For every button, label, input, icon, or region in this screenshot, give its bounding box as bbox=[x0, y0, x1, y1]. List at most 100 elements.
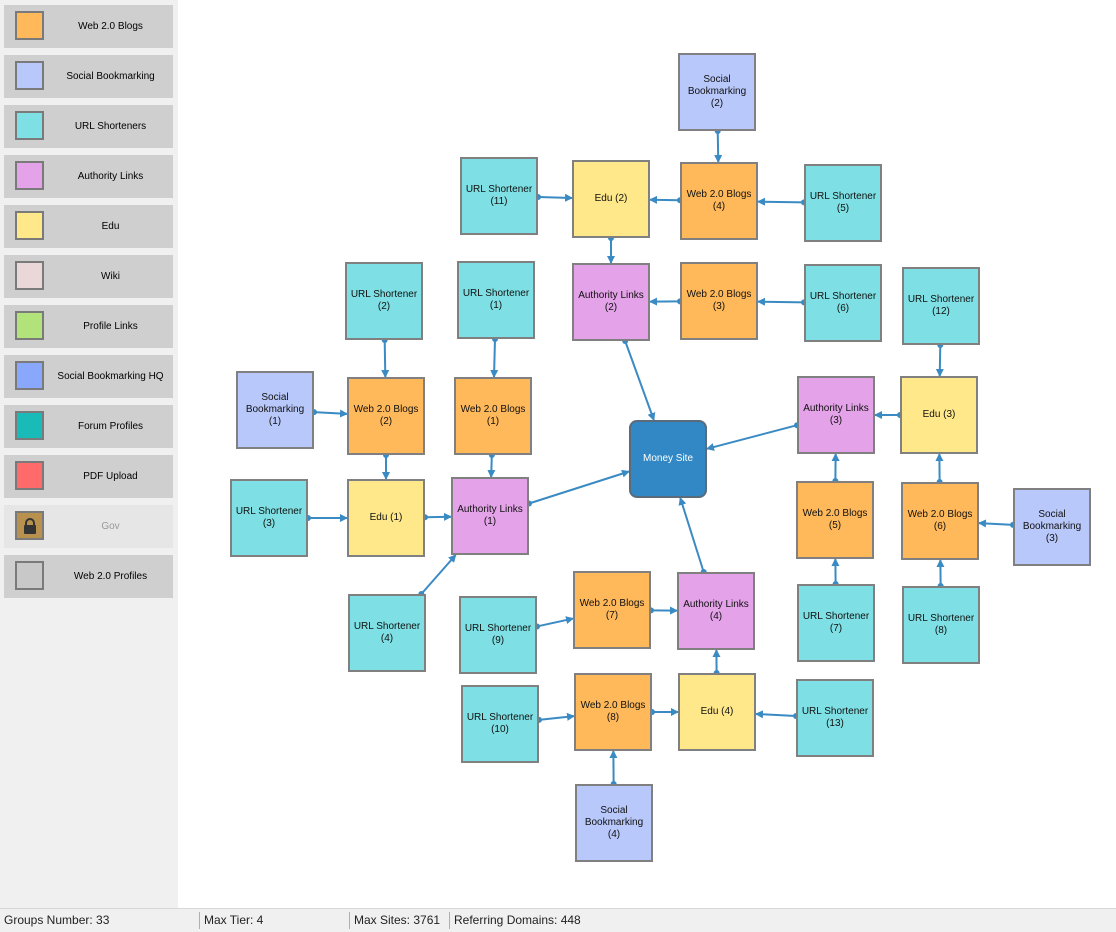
edge-w1-to-auth1 bbox=[487, 454, 496, 478]
node-url9[interactable]: URL Shortener (9) bbox=[459, 596, 537, 674]
palette-item-label: Authority Links bbox=[77, 171, 144, 182]
palette-item-label: Gov bbox=[101, 521, 120, 532]
status-divider bbox=[199, 912, 200, 929]
edge-auth3-to-money bbox=[706, 424, 798, 451]
edge-url13-to-edu4 bbox=[755, 710, 797, 719]
node-sb4[interactable]: Social Bookmarking (4) bbox=[575, 784, 653, 862]
node-auth2[interactable]: Authority Links (2) bbox=[572, 263, 650, 341]
node-money[interactable]: Money Site bbox=[629, 420, 707, 498]
edge-url2-to-w2 bbox=[381, 339, 390, 378]
palette-item-label: Web 2.0 Profiles bbox=[73, 571, 148, 582]
palette-item-forum-profiles[interactable]: Forum Profiles bbox=[4, 405, 173, 448]
edge-auth2-to-money bbox=[624, 340, 656, 421]
palette-item-web-2-0-profiles[interactable]: Web 2.0 Profiles bbox=[4, 555, 173, 598]
color-swatch-icon bbox=[15, 461, 44, 490]
color-swatch-icon bbox=[15, 61, 44, 90]
node-url8[interactable]: URL Shortener (8) bbox=[902, 586, 980, 664]
node-w7[interactable]: Web 2.0 Blogs (7) bbox=[573, 571, 651, 649]
edge-url5-to-w4 bbox=[757, 197, 805, 206]
edge-w4-to-edu2 bbox=[649, 195, 681, 204]
color-swatch-icon bbox=[15, 411, 44, 440]
status-bar: Groups Number: 33 Max Tier: 4 Max Sites:… bbox=[0, 908, 1116, 932]
node-url11[interactable]: URL Shortener (11) bbox=[460, 157, 538, 235]
diagram-canvas[interactable]: Money Site Social Bookmarking (2) URL Shor… bbox=[178, 0, 1116, 908]
node-url7[interactable]: URL Shortener (7) bbox=[797, 584, 875, 662]
edge-auth4-to-money bbox=[678, 497, 705, 573]
node-w6[interactable]: Web 2.0 Blogs (6) bbox=[901, 482, 979, 560]
status-divider bbox=[349, 912, 350, 929]
edge-url11-to-edu2 bbox=[537, 193, 573, 202]
palette-item-pdf-upload[interactable]: PDF Upload bbox=[4, 455, 173, 498]
palette-item-label: Forum Profiles bbox=[77, 421, 143, 432]
node-sb3[interactable]: Social Bookmarking (3) bbox=[1013, 488, 1091, 566]
color-swatch-icon bbox=[15, 561, 44, 590]
color-swatch-icon bbox=[15, 211, 44, 240]
node-url2[interactable]: URL Shortener (2) bbox=[345, 262, 423, 340]
palette-item-edu[interactable]: Edu bbox=[4, 205, 173, 248]
edge-url9-to-w7 bbox=[536, 616, 574, 628]
lock-icon bbox=[15, 511, 44, 540]
node-url6[interactable]: URL Shortener (6) bbox=[804, 264, 882, 342]
groups-number: Groups Number: 33 bbox=[4, 913, 110, 927]
status-divider bbox=[449, 912, 450, 929]
palette-item-label: URL Shorteners bbox=[74, 121, 147, 132]
referring-domains: Referring Domains: 448 bbox=[454, 913, 581, 927]
node-url12[interactable]: URL Shortener (12) bbox=[902, 267, 980, 345]
max-sites: Max Sites: 3761 bbox=[354, 913, 441, 927]
node-w3[interactable]: Web 2.0 Blogs (3) bbox=[680, 262, 758, 340]
color-swatch-icon bbox=[15, 311, 44, 340]
edge-url10-to-w8 bbox=[538, 712, 575, 721]
edge-url1-to-w1 bbox=[490, 338, 499, 378]
node-w5[interactable]: Web 2.0 Blogs (5) bbox=[796, 481, 874, 559]
color-swatch-icon bbox=[15, 11, 44, 40]
node-sb2[interactable]: Social Bookmarking (2) bbox=[678, 53, 756, 131]
palette-item-label: Web 2.0 Blogs bbox=[78, 21, 143, 32]
palette-item-label: Profile Links bbox=[83, 321, 138, 332]
node-url5[interactable]: URL Shortener (5) bbox=[804, 164, 882, 242]
node-auth3[interactable]: Authority Links (3) bbox=[797, 376, 875, 454]
node-url3[interactable]: URL Shortener (3) bbox=[230, 479, 308, 557]
node-edu4[interactable]: Edu (4) bbox=[678, 673, 756, 751]
palette-item-label: Social Bookmarking bbox=[66, 71, 155, 82]
edge-auth1-to-money bbox=[528, 469, 630, 505]
palette-item-authority-links[interactable]: Authority Links bbox=[4, 155, 173, 198]
edge-url4-to-auth1 bbox=[420, 554, 457, 595]
node-url13[interactable]: URL Shortener (13) bbox=[796, 679, 874, 757]
palette-item-label: PDF Upload bbox=[83, 471, 138, 482]
edge-sb3-to-w6 bbox=[978, 519, 1014, 528]
node-w4[interactable]: Web 2.0 Blogs (4) bbox=[680, 162, 758, 240]
edge-url12-to-edu3 bbox=[935, 344, 944, 377]
node-w2[interactable]: Web 2.0 Blogs (2) bbox=[347, 377, 425, 455]
edge-url6-to-w3 bbox=[757, 297, 805, 306]
color-swatch-icon bbox=[15, 161, 44, 190]
edge-sb1-to-w2 bbox=[313, 409, 348, 418]
node-url1[interactable]: URL Shortener (1) bbox=[457, 261, 535, 339]
node-sb1[interactable]: Social Bookmarking (1) bbox=[236, 371, 314, 449]
node-url10[interactable]: URL Shortener (10) bbox=[461, 685, 539, 763]
node-auth4[interactable]: Authority Links (4) bbox=[677, 572, 755, 650]
color-swatch-icon bbox=[15, 111, 44, 140]
node-w1[interactable]: Web 2.0 Blogs (1) bbox=[454, 377, 532, 455]
node-edu2[interactable]: Edu (2) bbox=[572, 160, 650, 238]
palette-item-social-bookmarking-hq[interactable]: Social Bookmarking HQ bbox=[4, 355, 173, 398]
edge-edu1-to-auth1 bbox=[424, 512, 452, 521]
palette-item-label: Edu bbox=[101, 221, 120, 232]
max-tier: Max Tier: 4 bbox=[204, 913, 264, 927]
palette-item-profile-links[interactable]: Profile Links bbox=[4, 305, 173, 348]
color-swatch-icon bbox=[15, 361, 44, 390]
palette-item-web-2-0-blogs[interactable]: Web 2.0 Blogs bbox=[4, 5, 173, 48]
node-edu3[interactable]: Edu (3) bbox=[900, 376, 978, 454]
palette-item-label: Social Bookmarking HQ bbox=[57, 371, 164, 382]
palette-item-url-shorteners[interactable]: URL Shorteners bbox=[4, 105, 173, 148]
node-auth1[interactable]: Authority Links (1) bbox=[451, 477, 529, 555]
palette-item-wiki[interactable]: Wiki bbox=[4, 255, 173, 298]
node-url4[interactable]: URL Shortener (4) bbox=[348, 594, 426, 672]
palette-item-label: Wiki bbox=[101, 271, 120, 282]
node-edu1[interactable]: Edu (1) bbox=[347, 479, 425, 557]
color-swatch-icon bbox=[15, 261, 44, 290]
node-w8[interactable]: Web 2.0 Blogs (8) bbox=[574, 673, 652, 751]
edge-sb2-to-w4 bbox=[714, 130, 723, 163]
palette-item-social-bookmarking[interactable]: Social Bookmarking bbox=[4, 55, 173, 98]
palette-item-gov[interactable]: Gov bbox=[4, 505, 173, 548]
